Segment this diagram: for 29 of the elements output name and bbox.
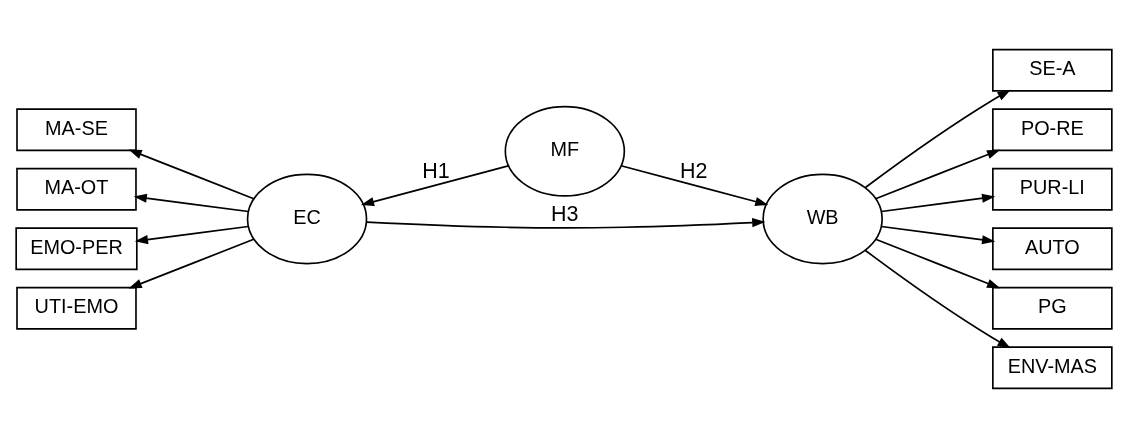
node-box: EMO-PER [15,227,138,271]
arrow [128,238,255,289]
node-box: MA-OT [16,167,137,211]
arrow [874,149,1001,200]
edge-label: H3 [551,202,579,227]
arrow [864,89,1011,189]
node-box: PUR-LI [992,167,1113,211]
arrow [133,193,250,213]
arrow [365,218,766,229]
node-box: PG [992,286,1113,330]
arrow [134,225,249,245]
arrow [864,249,1011,349]
edge-label: H2 [680,159,708,184]
edge-label: H1 [422,159,450,184]
node-box: UTI-EMO [16,286,137,330]
node-ellipse: WB [762,173,883,265]
arrow [880,193,996,213]
node-box: PO-RE [992,108,1113,152]
node-ellipse: EC [246,173,368,265]
arrow [874,238,1001,289]
arrow [128,149,255,200]
node-box: AUTO [992,227,1113,271]
arrow [620,164,769,207]
arrow [360,165,510,207]
node-box: MA-SE [16,108,137,152]
node-box: SE-A [992,48,1113,92]
node-ellipse: MF [504,105,626,197]
arrow [880,225,996,245]
node-box: ENV-MAS [992,346,1113,390]
